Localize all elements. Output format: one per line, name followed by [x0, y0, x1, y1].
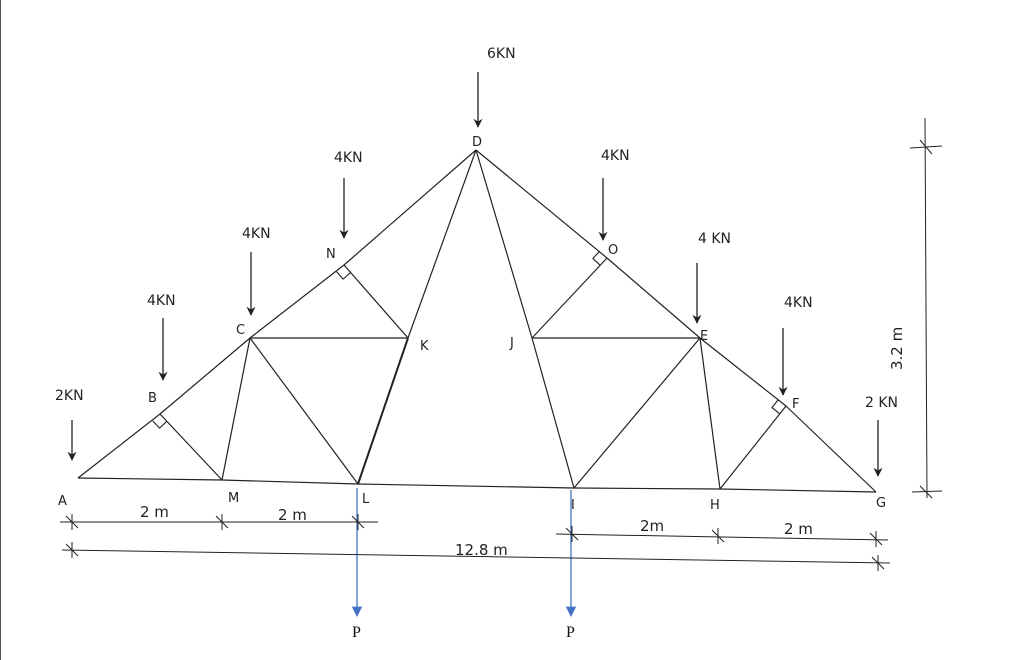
node-label-M: M — [228, 491, 239, 506]
member-L-I — [357, 483, 575, 489]
point-load-label-I: P — [566, 624, 575, 641]
member-A-B — [77, 413, 161, 479]
node-label-H: H — [710, 498, 720, 513]
member-K-D — [407, 149, 477, 339]
node-label-C: C — [236, 323, 245, 338]
right-angle-mark-B — [152, 420, 168, 429]
load-label-O: 4KN — [601, 148, 630, 164]
dim-label-ML: 2 m — [278, 506, 307, 524]
member-C-L — [249, 337, 359, 485]
node-label-J: J — [509, 336, 514, 351]
node-label-O: O — [608, 243, 618, 258]
dim-label-height: 3.2 m — [888, 327, 906, 370]
member-J-I — [531, 337, 575, 489]
right-angle-mark-F — [771, 399, 781, 415]
left-border — [0, 0, 1, 660]
member-D-J — [475, 149, 533, 339]
right-angle-markers — [152, 250, 781, 429]
node-label-K: K — [420, 339, 429, 354]
node-label-B: B — [148, 391, 157, 406]
dim-label-AM: 2 m — [140, 503, 169, 521]
dim-line-right — [555, 533, 889, 541]
node-labels-layer: A B C N D O E F G M L K J I H — [58, 135, 886, 513]
dimension-lines — [60, 117, 943, 571]
load-label-E: 4 KN — [698, 231, 731, 247]
dim-label-total: 12.8 m — [455, 541, 508, 559]
member-N-D — [343, 149, 477, 266]
node-label-E: E — [700, 329, 708, 344]
dim-tick-G — [869, 531, 883, 547]
dim-tick-total-left — [65, 542, 79, 558]
load-label-B: 4KN — [147, 293, 176, 309]
node-label-I: I — [571, 498, 575, 513]
right-angle-mark-N — [336, 271, 351, 280]
dim-tick-L — [351, 514, 365, 530]
dim-tick-total-right — [871, 555, 885, 571]
member-B-C — [159, 337, 251, 415]
node-label-A: A — [58, 494, 67, 509]
member-H-F — [719, 405, 787, 490]
dim-tick-height-top — [909, 139, 943, 155]
point-load-label-L: P — [352, 624, 361, 641]
dim-tick-M — [215, 514, 229, 530]
dim-label-HG: 2 m — [784, 520, 813, 538]
member-B-M — [159, 413, 223, 481]
node-label-F: F — [792, 397, 799, 412]
node-label-G: G — [876, 496, 886, 511]
dim-tick-A — [65, 514, 79, 530]
load-label-A: 2KN — [55, 388, 84, 404]
member-M-C — [221, 337, 251, 481]
dim-tick-H — [711, 528, 725, 544]
dim-tick-height-bottom — [911, 485, 943, 499]
right-angle-mark-O — [592, 250, 601, 266]
member-A-M — [77, 477, 223, 481]
member-I-E — [573, 337, 701, 489]
loads-layer: 2KN 4KN 4KN 4KN 6KN 4KN 4 KN 4KN 2 KN — [55, 46, 898, 477]
load-label-D: 6KN — [487, 46, 516, 62]
member-I-H — [573, 487, 721, 490]
load-label-N: 4KN — [334, 150, 363, 166]
load-label-C: 4KN — [242, 226, 271, 242]
node-label-D: D — [472, 135, 482, 150]
member-E-H — [699, 337, 721, 490]
node-label-N: N — [326, 247, 336, 262]
member-E-F — [699, 337, 787, 407]
node-label-L: L — [362, 492, 370, 507]
dim-line-height — [924, 117, 928, 499]
member-O-E — [606, 257, 701, 339]
member-C-N — [249, 264, 345, 339]
member-D-O — [475, 149, 608, 259]
load-label-F: 4KN — [784, 295, 813, 311]
member-M-L — [221, 479, 359, 485]
member-H-G — [719, 488, 877, 493]
members-layer — [77, 149, 877, 493]
member-N-K — [343, 264, 409, 339]
member-K-L — [357, 337, 409, 485]
dim-tick-I — [565, 526, 579, 542]
load-label-G: 2 KN — [865, 395, 898, 411]
dim-line-total — [61, 549, 891, 564]
member-J-O — [531, 257, 608, 339]
dim-label-IH: 2m — [640, 517, 664, 535]
member-F-G — [785, 405, 877, 493]
